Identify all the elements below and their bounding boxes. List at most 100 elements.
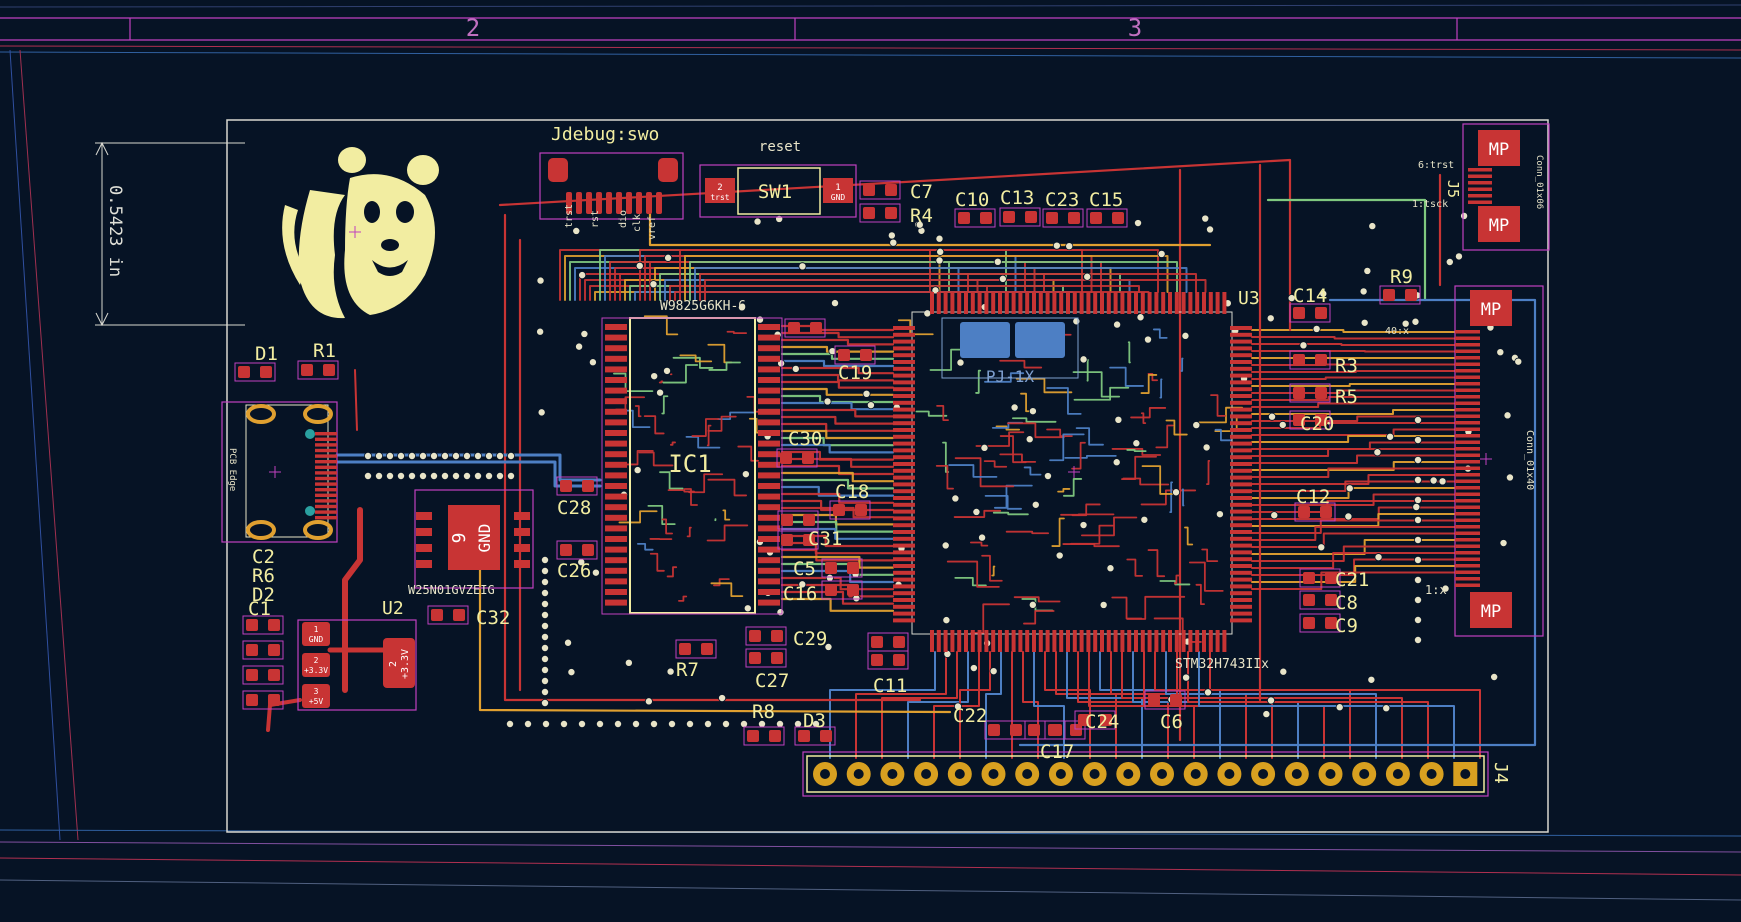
u3-mcu[interactable] <box>893 292 1252 652</box>
ref-c31: C31 <box>808 528 842 550</box>
ref-c10: C10 <box>955 189 989 211</box>
j4-ref: J4 <box>1490 762 1511 784</box>
j5-pin6-label: 6:trst <box>1418 160 1454 171</box>
ref-c30: C30 <box>788 428 822 450</box>
dimension-value: 0.5423 in <box>105 185 125 277</box>
ic1-value: W9825G6KH-6 <box>660 299 746 314</box>
usb-connector[interactable] <box>221 401 338 543</box>
u1-pad-num: 9 <box>449 533 470 544</box>
ref-c20: C20 <box>1300 413 1334 435</box>
sw1-reset-button[interactable] <box>699 164 857 218</box>
u2-pad2-net: +3.3V <box>304 666 328 675</box>
u1-pad-net: GND <box>475 524 494 553</box>
u1-value: W25N01GVZEIG <box>408 583 495 597</box>
ref-c6: C6 <box>1160 711 1183 733</box>
panda-logo-icon <box>282 147 439 319</box>
ref-r5: R5 <box>1335 386 1358 408</box>
sheet-frame <box>0 4 1741 901</box>
sw1-pad2-net: trst <box>710 193 729 202</box>
jdebug-pin-vref: vref <box>647 216 658 240</box>
ref-c24: C24 <box>1085 711 1119 733</box>
ref-c16: C16 <box>783 583 817 605</box>
j-right-pin40: 40:x <box>1385 326 1409 337</box>
ref-r6: R6 <box>252 565 275 587</box>
ref-r3: R3 <box>1335 355 1358 377</box>
j-right-value: Conn_01x40 <box>1524 430 1535 490</box>
u2-regulator[interactable] <box>297 619 417 711</box>
ref-c32: C32 <box>476 607 510 629</box>
sw1-value: reset <box>759 139 801 155</box>
y1-crystal[interactable] <box>941 317 1079 379</box>
ref-c14: C14 <box>1293 285 1327 307</box>
ic1-ref: IC1 <box>668 450 711 478</box>
ref-r8: R8 <box>752 701 775 723</box>
jdebug-ref: Jdebug:swo <box>551 124 659 145</box>
ref-c9: C9 <box>1335 615 1358 637</box>
mp-label-2: MP <box>1489 216 1509 236</box>
ref-c15: C15 <box>1089 189 1123 211</box>
mp-label-1: MP <box>1489 140 1509 160</box>
ref-c28: C28 <box>557 497 591 519</box>
ref-c22: C22 <box>953 705 987 727</box>
jdebug-pin-trst: trst <box>564 204 575 228</box>
ref-c19: C19 <box>838 362 872 384</box>
sw1-pad1-num: 1 <box>835 183 840 193</box>
jdebug-connector[interactable] <box>539 152 684 220</box>
sw1-pad1-net: GND <box>831 193 846 202</box>
u2-pad1-net: GND <box>309 635 324 644</box>
ref-c27: C27 <box>755 670 789 692</box>
mp-label-3: MP <box>1481 300 1501 320</box>
origin-crosshairs <box>269 226 1492 478</box>
sw1-ref: SW1 <box>758 181 792 203</box>
u2-tab-num: 2 <box>388 661 399 667</box>
ref-c13: C13 <box>1000 187 1034 209</box>
u2-ref: U2 <box>382 598 404 619</box>
j5-connector[interactable] <box>1462 123 1550 251</box>
j5-pin1-label: 1:tsck <box>1412 199 1448 210</box>
j5-value: Conn_01x06 <box>1534 155 1544 209</box>
zone-label-3: 3 <box>1128 14 1142 42</box>
usb-edge-label: PCB Edge <box>227 448 237 491</box>
ref-c11: C11 <box>873 675 907 697</box>
ref-c12: C12 <box>1296 486 1330 508</box>
copper-traces <box>266 158 1537 759</box>
j-right-pin1: 1:x <box>1425 583 1447 597</box>
j-right-connector[interactable] <box>1454 285 1544 637</box>
ref-c2: C2 <box>252 546 275 568</box>
zone-label-2: 2 <box>466 14 480 42</box>
ref-c1: C1 <box>248 598 271 620</box>
ref-c29: C29 <box>793 628 827 650</box>
ref-r7: R7 <box>676 659 699 681</box>
u2-pad3-net: +5V <box>309 697 324 706</box>
u3-ref: U3 <box>1238 288 1260 309</box>
jdebug-pin-dio: dio <box>618 210 629 228</box>
sw1-pad2-num: 2 <box>717 183 722 193</box>
dimension-marker <box>95 141 245 327</box>
ref-c21: C21 <box>1335 569 1369 591</box>
ref-c17: C17 <box>1040 741 1074 763</box>
u3-value: STM32H743IIx <box>1175 657 1269 672</box>
ref-c5: C5 <box>793 558 816 580</box>
u2-pad2-num: 2 <box>314 656 319 665</box>
ref-c23: C23 <box>1045 189 1079 211</box>
ref-d1: D1 <box>255 343 278 365</box>
u2-tab-net: +3.3V <box>400 649 411 679</box>
mp-label-4: MP <box>1481 602 1501 622</box>
ic1-sdram[interactable] <box>601 317 783 615</box>
ref-r1: R1 <box>313 340 336 362</box>
u1-flash[interactable] <box>414 489 534 589</box>
passive-footprints <box>234 180 1421 746</box>
ref-c8: C8 <box>1335 592 1358 614</box>
board-edge <box>226 119 1549 833</box>
jdebug-pin-rst: rst <box>590 210 601 228</box>
u2-pad1-num: 1 <box>314 625 319 634</box>
ref-r4: R4 <box>910 205 933 227</box>
y1-value: PJ-1X <box>986 367 1035 386</box>
u2-pad3-num: 3 <box>314 687 319 696</box>
ref-c26: C26 <box>557 560 591 582</box>
ref-c7: C7 <box>910 181 933 203</box>
ref-r9: R9 <box>1390 266 1413 288</box>
ref-c18: C18 <box>835 481 869 503</box>
j4-header[interactable] <box>802 751 1489 797</box>
